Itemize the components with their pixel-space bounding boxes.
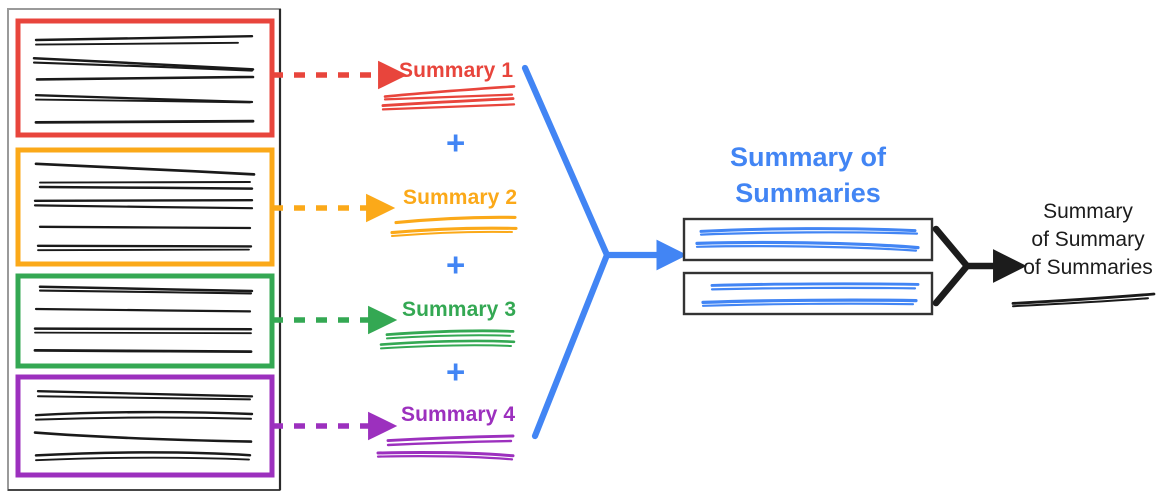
summary-2-label: Summary 2: [403, 186, 518, 209]
handwriting-lines-green: [33, 285, 254, 353]
final-output-title: Summary of Summary of Summaries: [988, 198, 1170, 282]
handwriting-lines-orange: [33, 162, 256, 252]
summary-1-strokes: [381, 85, 516, 111]
final-title-line-1: Summary: [1043, 200, 1133, 223]
summary-2-strokes: [390, 215, 518, 237]
summary-3-strokes: [379, 329, 516, 350]
handwriting-lines-red: [32, 35, 255, 124]
handwriting-lines-purple: [33, 390, 254, 462]
sos-title-line-1: Summary of: [729, 142, 887, 172]
sos-box-2-strokes: [701, 282, 920, 307]
dashed-arrow-group: [272, 60, 408, 441]
summary-3-label: Summary 3: [402, 298, 517, 321]
final-output-strokes: [1011, 292, 1156, 308]
black-converging-arrow[interactable]: [932, 225, 1027, 307]
final-title-line-3: of Summaries: [1023, 255, 1153, 279]
summary-of-summaries-box-1[interactable]: [682, 217, 934, 262]
plus-operator-2: +: [446, 246, 466, 283]
document-collection-frame: [7, 8, 282, 491]
document-group-orange[interactable]: [15, 147, 275, 267]
summary-of-summaries-title: Summary of Summaries: [693, 140, 923, 211]
sos-title-line-2: Summaries: [735, 177, 881, 208]
summary-4-label: Summary 4: [401, 403, 516, 426]
summary-4-strokes: [376, 434, 515, 461]
document-group-red[interactable]: [15, 18, 275, 138]
plus-operator-3: +: [446, 353, 466, 390]
document-group-green[interactable]: [15, 273, 275, 369]
document-group-purple[interactable]: [15, 374, 275, 478]
blue-converging-arrow[interactable]: [521, 64, 688, 440]
sos-box-1-strokes: [695, 227, 920, 252]
summary-of-summaries-box-2[interactable]: [682, 271, 934, 316]
final-title-line-2: of Summary: [1031, 227, 1145, 251]
plus-operator-1: +: [446, 124, 466, 161]
summary-1-label: Summary 1: [399, 59, 514, 82]
